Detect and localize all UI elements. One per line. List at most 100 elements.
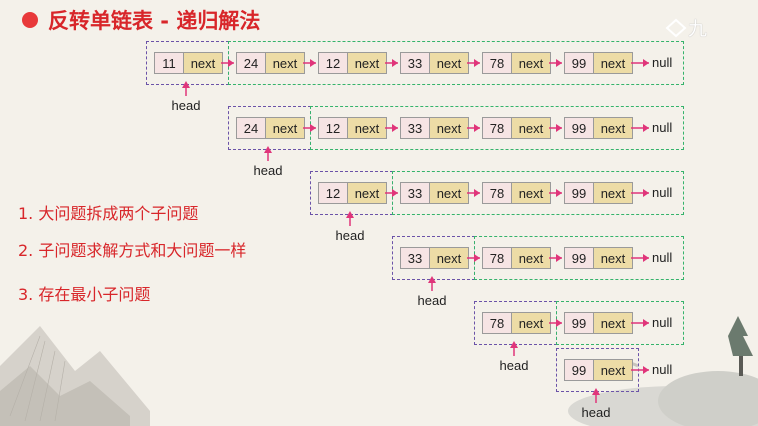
- node-next-label: next: [594, 52, 633, 74]
- arrow-head: [556, 124, 562, 132]
- arrow-head: [264, 146, 272, 153]
- arrow-head: [474, 254, 480, 262]
- node-next-label: next: [348, 52, 387, 74]
- null-label: null: [652, 250, 673, 265]
- node-next-label: next: [512, 182, 551, 204]
- node-value: 99: [564, 117, 594, 139]
- point-3: 3. 存在最小子问题: [18, 285, 151, 304]
- node-next-label: next: [266, 117, 305, 139]
- head-label: head: [253, 163, 283, 178]
- node-next-label: next: [594, 182, 633, 204]
- node-next-label: next: [348, 182, 387, 204]
- node-next-label: next: [348, 117, 387, 139]
- arrow-head: [643, 254, 649, 262]
- arrow-head: [474, 59, 480, 67]
- node-value: 99: [564, 182, 594, 204]
- node-value: 33: [400, 182, 430, 204]
- node-value: 78: [482, 247, 512, 269]
- head-label: head: [499, 358, 529, 373]
- node-value: 33: [400, 52, 430, 74]
- arrow-head: [643, 366, 649, 374]
- arrow-head: [556, 59, 562, 67]
- node-next-label: next: [594, 117, 633, 139]
- arrow-head: [510, 341, 518, 348]
- arrow-head: [556, 319, 562, 327]
- arrow-head: [228, 59, 234, 67]
- node-value: 11: [154, 52, 184, 74]
- node-next-label: next: [594, 247, 633, 269]
- brand-logo-icon: [665, 18, 687, 38]
- arrow-head: [392, 189, 398, 197]
- node-value: 78: [482, 312, 512, 334]
- slide-title: 反转单链表 - 递归解法: [48, 9, 261, 33]
- node-value: 24: [236, 52, 266, 74]
- arrow-head: [474, 124, 480, 132]
- mountain-illustration: [0, 326, 150, 426]
- null-label: null: [652, 120, 673, 135]
- null-label: null: [652, 362, 673, 377]
- arrow-head: [392, 59, 398, 67]
- node-next-label: next: [266, 52, 305, 74]
- head-label: head: [417, 293, 447, 308]
- arrow-head: [428, 276, 436, 283]
- arrow-head: [346, 211, 354, 218]
- arrow-head: [643, 189, 649, 197]
- node-value: 12: [318, 52, 348, 74]
- null-label: null: [652, 315, 673, 330]
- arrow-head: [310, 59, 316, 67]
- node-next-label: next: [430, 117, 469, 139]
- node-value: 78: [482, 52, 512, 74]
- title-bullet-icon: [22, 12, 38, 28]
- arrow-head: [592, 388, 600, 395]
- node-value: 99: [564, 52, 594, 74]
- node-value: 33: [400, 117, 430, 139]
- node-next-label: next: [184, 52, 223, 74]
- landscape-illustration: [568, 316, 758, 426]
- node-next-label: next: [512, 52, 551, 74]
- node-next-label: next: [594, 359, 633, 381]
- arrow-head: [643, 319, 649, 327]
- point-2: 2. 子问题求解方式和大问题一样: [18, 241, 247, 260]
- node-value: 12: [318, 182, 348, 204]
- node-next-label: next: [430, 52, 469, 74]
- node-value: 99: [564, 247, 594, 269]
- node-value: 24: [236, 117, 266, 139]
- arrow-head: [643, 124, 649, 132]
- brand-logo-text: 九: [688, 18, 711, 40]
- null-label: null: [652, 55, 673, 70]
- arrow-head: [392, 124, 398, 132]
- arrow-head: [643, 59, 649, 67]
- node-next-label: next: [512, 247, 551, 269]
- node-value: 12: [318, 117, 348, 139]
- arrow-head: [474, 189, 480, 197]
- node-next-label: next: [594, 312, 633, 334]
- node-value: 33: [400, 247, 430, 269]
- arrow-head: [182, 81, 190, 88]
- arrow-head: [556, 189, 562, 197]
- head-label: head: [335, 228, 365, 243]
- head-label: head: [581, 405, 611, 420]
- node-next-label: next: [512, 117, 551, 139]
- node-value: 99: [564, 359, 594, 381]
- node-value: 78: [482, 182, 512, 204]
- arrow-head: [310, 124, 316, 132]
